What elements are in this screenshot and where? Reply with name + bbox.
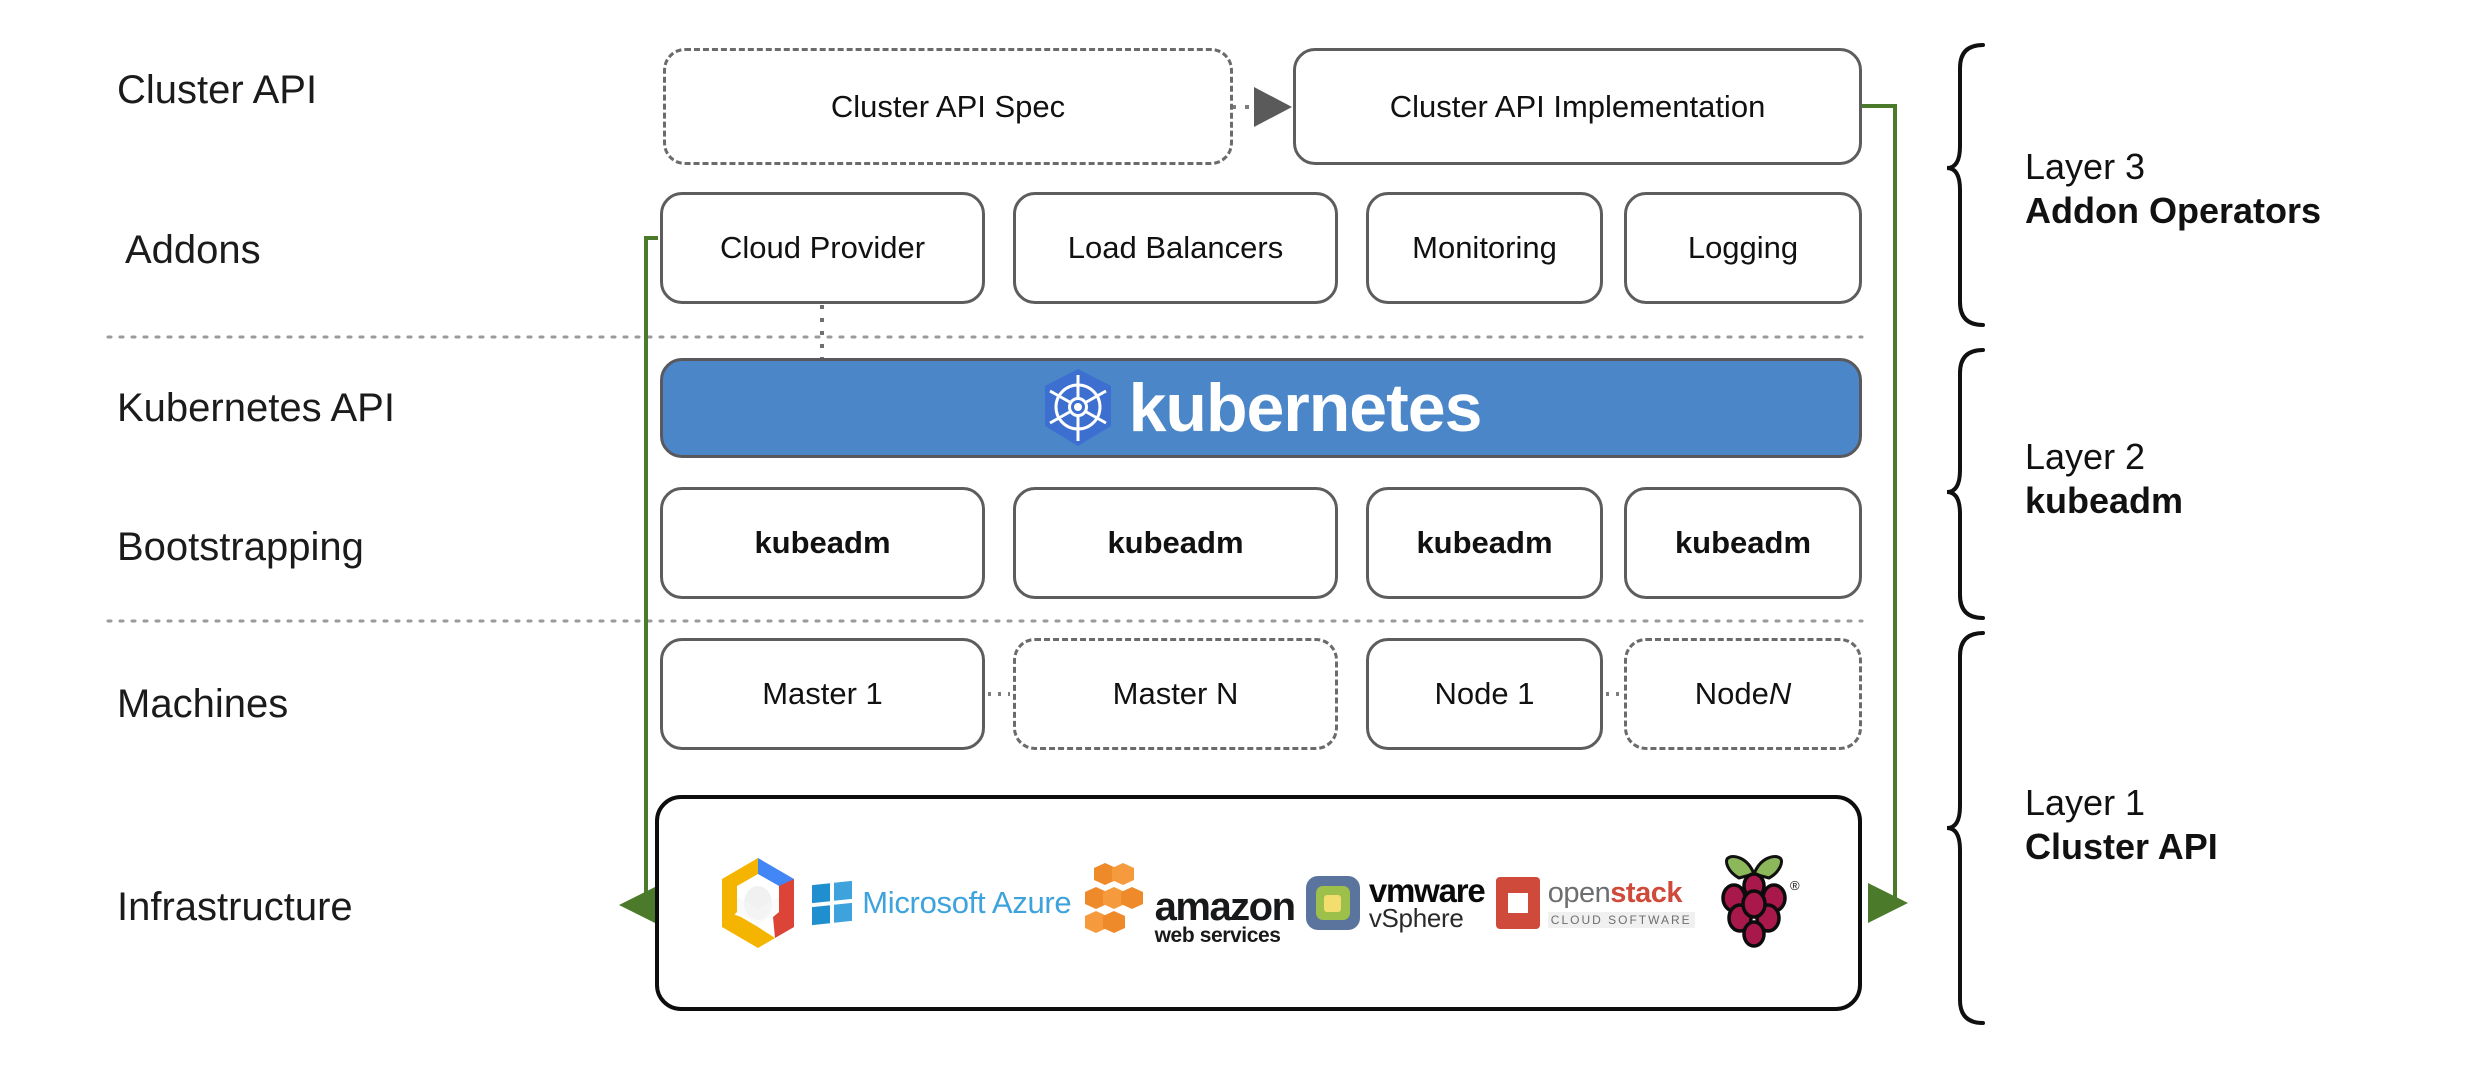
green-connector-left — [619, 236, 659, 925]
box-master-1[interactable]: Master 1 — [660, 638, 985, 750]
row-label-kubernetes-api: Kubernetes API — [117, 386, 395, 430]
kubernetes-banner[interactable]: kubernetes — [660, 358, 1862, 458]
layer-label-1-number: Layer 1 — [2025, 782, 2146, 823]
row-label-machines: Machines — [117, 682, 289, 726]
aws-cubes-icon — [1084, 863, 1143, 933]
box-node-1[interactable]: Node 1 — [1366, 638, 1603, 750]
row-label-bootstrapping: Bootstrapping — [117, 525, 364, 569]
openstack-tagline: CLOUD SOFTWARE — [1547, 911, 1695, 928]
box-kubeadm-2[interactable]: kubeadm — [1013, 487, 1338, 599]
box-kubeadm-4[interactable]: kubeadm — [1624, 487, 1862, 599]
layer-label-1: Layer 1 Cluster API — [2025, 781, 2218, 869]
brace-layer2 — [1946, 348, 1985, 620]
box-load-balancers[interactable]: Load Balancers — [1013, 192, 1338, 304]
raspberry-pi-logo: ® — [1706, 848, 1802, 958]
vmware-wordmark: vmware — [1368, 871, 1486, 909]
layer-label-2-name: kubeadm — [2025, 480, 2184, 521]
box-monitoring[interactable]: Monitoring — [1366, 192, 1603, 304]
box-cluster-api-spec[interactable]: Cluster API Spec — [663, 48, 1233, 165]
kubernetes-helm-wheel-icon — [1044, 369, 1111, 446]
google-cloud-platform-logo — [715, 855, 801, 951]
openstack-open-word: open — [1547, 876, 1611, 909]
layer-label-2: Layer 2 kubeadm — [2025, 435, 2183, 523]
box-node-n[interactable]: Node N — [1624, 638, 1862, 750]
microsoft-windows-squares-icon — [812, 880, 853, 926]
openstack-logo: openstack CLOUD SOFTWARE — [1495, 876, 1695, 929]
box-infrastructure[interactable]: Microsoft Azure amazon web services — [655, 795, 1862, 1011]
box-kubeadm-3[interactable]: kubeadm — [1366, 487, 1603, 599]
openstack-mark-icon — [1495, 877, 1540, 929]
box-node-n-italic: N — [1768, 676, 1792, 711]
vsphere-tile-icon — [1305, 876, 1360, 930]
amazon-wordmark: amazon — [1154, 884, 1296, 929]
amazon-web-services-logo: amazon web services — [1083, 861, 1296, 947]
openstack-stack-word: stack — [1610, 876, 1682, 909]
green-connector-right — [1862, 104, 1908, 923]
vsphere-wordmark: vSphere — [1368, 903, 1464, 934]
microsoft-azure-wordmark: Microsoft Azure — [862, 885, 1072, 920]
row-label-infrastructure: Infrastructure — [117, 885, 353, 929]
row-label-addons: Addons — [125, 228, 261, 272]
box-cloud-provider[interactable]: Cloud Provider — [660, 192, 985, 304]
row-label-cluster-api: Cluster API — [117, 68, 318, 112]
box-cluster-api-implementation[interactable]: Cluster API Implementation — [1293, 48, 1862, 165]
box-kubeadm-1[interactable]: kubeadm — [660, 487, 985, 599]
box-logging[interactable]: Logging — [1624, 192, 1862, 304]
web-services-wordmark: web services — [1154, 923, 1281, 947]
layer-label-3-number: Layer 3 — [2025, 146, 2146, 187]
layer-label-1-name: Cluster API — [2025, 826, 2218, 867]
svg-text:®: ® — [1790, 878, 1800, 893]
brace-layer3 — [1946, 43, 1985, 327]
layer-label-3: Layer 3 Addon Operators — [2025, 145, 2321, 233]
kubernetes-wordmark: kubernetes — [1128, 370, 1483, 446]
vmware-vsphere-logo: vmware vSphere — [1305, 871, 1486, 934]
layer-label-2-number: Layer 2 — [2025, 436, 2146, 477]
brace-layer1 — [1946, 631, 1985, 1025]
layer-label-3-name: Addon Operators — [2025, 190, 2322, 231]
box-master-n[interactable]: Master N — [1013, 638, 1338, 750]
box-node-n-prefix: Node — [1694, 676, 1769, 711]
microsoft-azure-logo: Microsoft Azure — [812, 880, 1072, 926]
